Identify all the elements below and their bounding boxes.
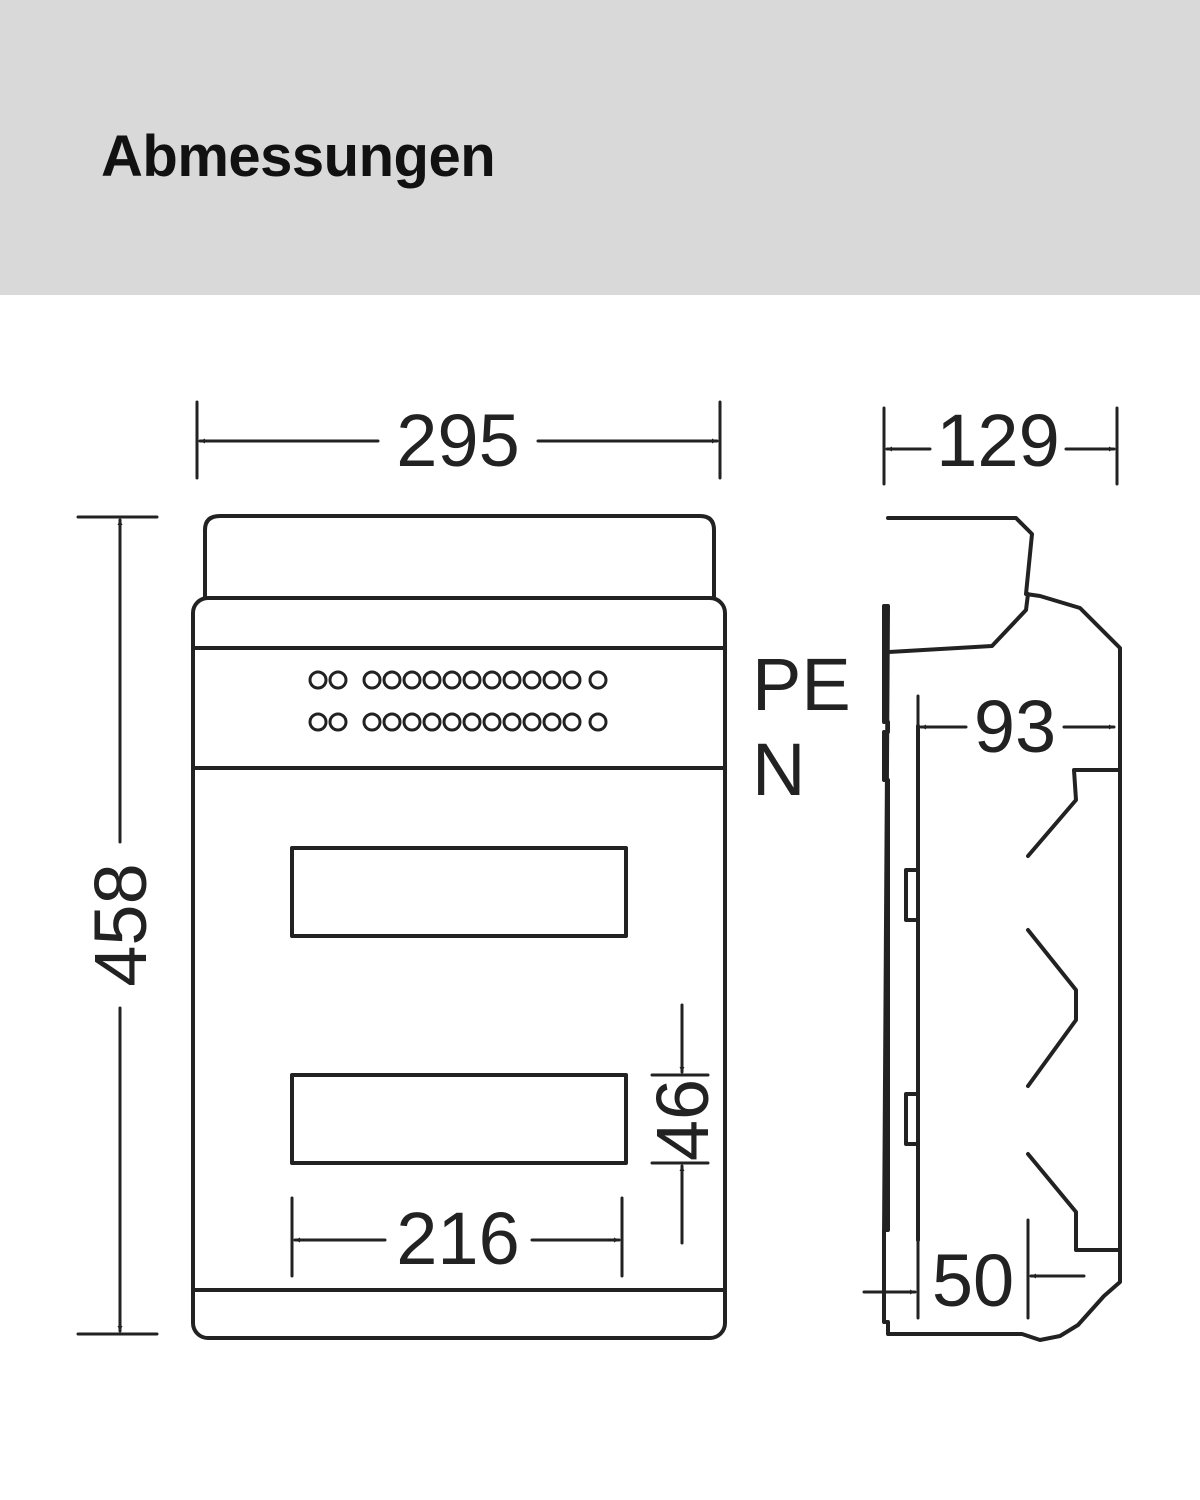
terminal-hole bbox=[328, 670, 348, 690]
terminal-hole bbox=[542, 670, 562, 690]
terminal-hole bbox=[382, 712, 402, 732]
dimension-inner-depth bbox=[916, 694, 1116, 730]
front-lid bbox=[203, 514, 716, 600]
module-window-upper bbox=[290, 846, 628, 938]
dimension-rail-offset bbox=[862, 1218, 1086, 1320]
din-clip-lower bbox=[904, 1092, 920, 1146]
front-body bbox=[191, 596, 727, 1340]
terminal-hole bbox=[462, 670, 482, 690]
terminal-hole bbox=[362, 670, 382, 690]
terminal-hole bbox=[562, 670, 582, 690]
terminal-hole bbox=[422, 670, 442, 690]
terminal-hole bbox=[308, 670, 328, 690]
side-profile-outer bbox=[882, 516, 1122, 1342]
dimension-width-label: 295 bbox=[396, 399, 519, 482]
terminal-hole bbox=[588, 670, 608, 690]
dimension-inner-depth-label: 93 bbox=[974, 685, 1056, 768]
din-clip-upper bbox=[904, 868, 920, 922]
terminal-hole bbox=[482, 712, 502, 732]
dimension-height bbox=[76, 515, 159, 1336]
dimension-rail-offset-label: 50 bbox=[932, 1239, 1014, 1322]
terminal-hole bbox=[542, 712, 562, 732]
dimension-window-height bbox=[650, 1003, 710, 1245]
terminal-hole bbox=[502, 670, 522, 690]
header-band: Abmessungen bbox=[0, 0, 1200, 295]
terminal-hole bbox=[382, 670, 402, 690]
front-view bbox=[191, 514, 727, 1340]
side-lid-step bbox=[886, 592, 1030, 654]
terminal-hole bbox=[402, 670, 422, 690]
terminal-hole bbox=[442, 712, 462, 732]
terminal-hole bbox=[362, 712, 382, 732]
dimension-width bbox=[195, 400, 722, 480]
side-view bbox=[882, 516, 1122, 1342]
terminal-hole bbox=[422, 712, 442, 732]
terminal-hole bbox=[522, 712, 542, 732]
terminal-hole bbox=[442, 670, 462, 690]
dimension-depth bbox=[882, 406, 1119, 486]
page-title: Abmessungen bbox=[101, 124, 496, 189]
terminal-hole bbox=[588, 712, 608, 732]
terminal-hole bbox=[522, 670, 542, 690]
dimension-window-width bbox=[290, 1196, 624, 1278]
side-inner-profile bbox=[1026, 768, 1120, 1252]
dimension-depth-label: 129 bbox=[936, 399, 1059, 482]
pe-label: PE bbox=[752, 643, 851, 726]
terminal-hole bbox=[482, 670, 502, 690]
terminal-hole bbox=[402, 712, 422, 732]
dimension-height-label: 458 bbox=[79, 863, 162, 986]
terminal-hole bbox=[328, 712, 348, 732]
terminal-holes bbox=[308, 670, 608, 732]
terminal-hole bbox=[462, 712, 482, 732]
module-window-lower bbox=[290, 1073, 628, 1165]
dimension-window-height-label: 46 bbox=[641, 1079, 724, 1161]
terminal-hole bbox=[502, 712, 522, 732]
dimension-window-width-label: 216 bbox=[396, 1197, 519, 1280]
terminal-hole bbox=[308, 712, 328, 732]
n-label: N bbox=[752, 728, 805, 811]
terminal-hole bbox=[562, 712, 582, 732]
